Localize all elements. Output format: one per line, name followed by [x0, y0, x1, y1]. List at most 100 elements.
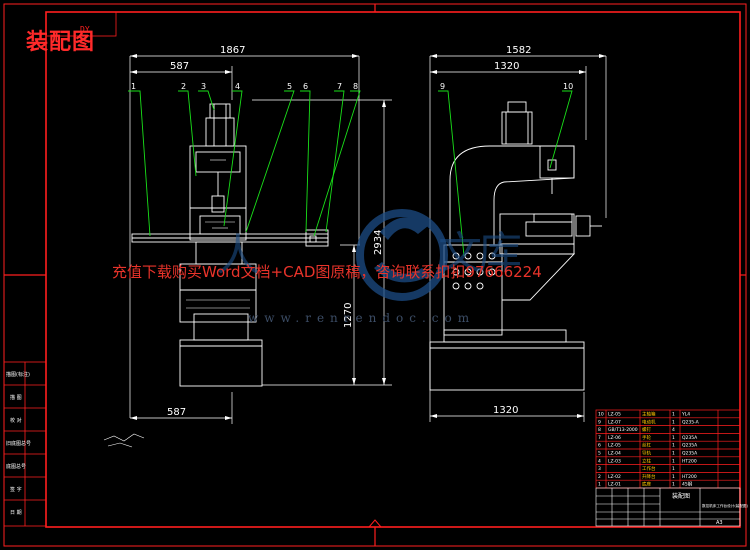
- parts-cell-name: 手轮: [642, 434, 651, 441]
- front-view-machine-details: [186, 159, 250, 309]
- parts-cell-qty: 1: [672, 435, 675, 441]
- callout-number: 7: [337, 82, 342, 91]
- parts-cell-qty: 1: [672, 419, 675, 425]
- parts-cell-qty: 1: [672, 466, 675, 472]
- front-callouts: 1 2 3 4 5 6 7 8: [131, 82, 358, 91]
- parts-cell-name: 丝杠: [642, 442, 651, 449]
- parts-cell-qty: 1: [672, 474, 675, 480]
- callout-number: 10: [563, 82, 573, 91]
- parts-cell-name: 导轨: [642, 450, 651, 457]
- strip-label: 校 对: [10, 417, 22, 424]
- side-dim-arrows: [430, 54, 606, 418]
- parts-cell-seq: 3: [598, 466, 601, 472]
- parts-cell-code: LZ-07: [608, 419, 621, 425]
- drawing-frame: [3, 3, 747, 547]
- parts-cell-name: 主轴箱: [642, 411, 656, 418]
- dim-front-lower-width: 587: [167, 407, 186, 418]
- callout-number: 6: [303, 82, 308, 91]
- front-dimensions: [129, 55, 392, 424]
- parts-cell-material: Q235A: [682, 443, 698, 449]
- callout-number: 1: [131, 82, 136, 91]
- callout-number: 3: [201, 82, 206, 91]
- drawing-title: 装配图: [26, 30, 96, 55]
- parts-cell-seq: 4: [598, 458, 601, 464]
- parts-cell-seq: 1: [598, 482, 601, 488]
- side-leaders: [438, 90, 573, 257]
- parts-cell-qty: 4: [672, 427, 675, 433]
- front-dim-arrows: [130, 54, 386, 420]
- sketch-mark: [103, 433, 145, 448]
- parts-cell-seq: 7: [598, 435, 601, 441]
- parts-cell-material: Q235A: [682, 435, 698, 441]
- parts-cell-code: LZ-04: [608, 451, 621, 457]
- front-view-machine: [131, 103, 329, 387]
- parts-cell-seq: 9: [598, 419, 601, 425]
- dim-side-upper-width: 1320: [494, 61, 519, 72]
- title-block-company: 数控机床工作台设计(装配图): [702, 503, 749, 508]
- parts-cell-seq: 8: [598, 427, 601, 433]
- dim-front-lower-height: 1270: [343, 303, 354, 328]
- dim-front-overall-height: 2934: [373, 230, 384, 255]
- parts-cell-code: LZ-05: [608, 412, 621, 418]
- title-block-drawing-name: 装配图: [672, 492, 690, 500]
- strip-label: 签 字: [10, 486, 22, 493]
- parts-cell-material: 45钢: [682, 481, 693, 488]
- strip-label: 描 图: [10, 394, 22, 401]
- title-block-scale: A3: [716, 520, 723, 526]
- parts-cell-name: 升降台: [642, 473, 656, 480]
- front-leaders: [128, 90, 361, 237]
- dim-side-lower-width: 1320: [493, 405, 518, 416]
- parts-cell-qty: 1: [672, 482, 675, 488]
- callout-number: 4: [235, 82, 240, 91]
- watermark-ad-text: 充值下载购买Word文档+CAD图原稿，咨询联系扣扣97666224: [112, 263, 542, 281]
- parts-cell-material: Q235A: [682, 451, 698, 457]
- watermark-logo-chars: 人 文 库: [216, 228, 522, 281]
- logo-char: 人: [216, 230, 260, 281]
- corner-mark: DY: [80, 25, 90, 34]
- strip-label: 旧底图总号: [6, 440, 31, 447]
- parts-cell-code: LZ-06: [608, 435, 621, 441]
- callout-number: 2: [181, 82, 186, 91]
- dim-front-upper-width: 587: [170, 61, 189, 72]
- strip-label: 日 期: [10, 510, 22, 516]
- logo-char: 库: [478, 228, 522, 279]
- parts-cell-name: 工作台: [642, 465, 656, 472]
- parts-cell-code: LZ-01: [608, 482, 621, 488]
- watermark-url: www.renrendoc.com: [248, 311, 476, 325]
- parts-cell-name: 螺钉: [642, 426, 651, 433]
- parts-cell-qty: 1: [672, 412, 675, 418]
- parts-cell-material: Q235-A: [682, 419, 700, 425]
- parts-cell-code: LZ-05: [608, 443, 621, 449]
- logo-char: 文: [438, 228, 482, 279]
- title-block-grid: [595, 487, 741, 527]
- parts-cell-seq: 10: [598, 412, 604, 418]
- strip-label: 描图(标注): [6, 371, 30, 378]
- side-view-machine: [429, 101, 602, 391]
- parts-cell-name: 底座: [642, 481, 651, 488]
- callout-number: 9: [440, 82, 445, 91]
- parts-cell-seq: 2: [598, 474, 601, 480]
- parts-cell-code: GB/T13-2000: [608, 427, 638, 433]
- left-margin-strip: [3, 361, 47, 527]
- dim-side-overall-width: 1582: [506, 45, 531, 56]
- parts-cell-seq: 6: [598, 443, 601, 449]
- parts-cell-name: 立柱: [642, 457, 651, 464]
- parts-cell-qty: 1: [672, 451, 675, 457]
- strip-label: 底图总号: [6, 463, 26, 470]
- parts-cell-material: HT200: [682, 474, 697, 480]
- watermark-logo: [356, 209, 448, 301]
- callout-number: 5: [287, 82, 292, 91]
- side-callouts: 9 10: [440, 82, 573, 91]
- parts-cell-code: LZ-03: [608, 458, 621, 464]
- parts-cell-name: 电动机: [642, 418, 656, 425]
- parts-cell-qty: 1: [672, 443, 675, 449]
- left-strip-labels: 描图(标注) 描 图 校 对 旧底图总号 底图总号 签 字 日 期: [6, 371, 31, 516]
- callout-number: 8: [353, 82, 358, 91]
- parts-cell-seq: 5: [598, 451, 601, 457]
- dim-front-overall-width: 1867: [220, 45, 245, 56]
- parts-cell-material: HT200: [682, 458, 697, 464]
- parts-cell-qty: 1: [672, 458, 675, 464]
- parts-cell-material: YL4: [681, 412, 690, 418]
